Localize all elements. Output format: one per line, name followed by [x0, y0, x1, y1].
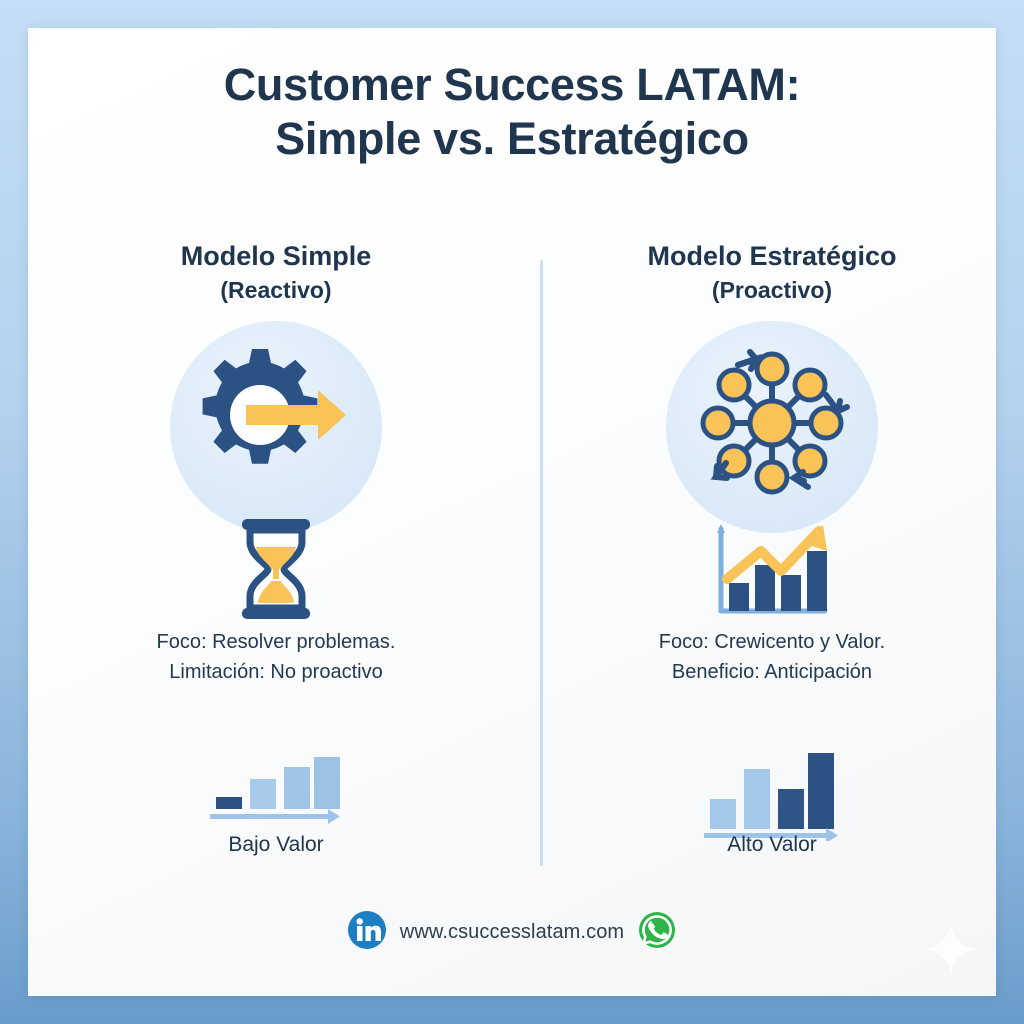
column-estrategico-body: Foco: Crewicento y Valor. Beneficio: Ant…: [546, 627, 996, 687]
column-estrategico-body-line-2: Beneficio: Anticipación: [671, 661, 873, 683]
footer: www.csuccesslatam.com: [28, 911, 996, 954]
whatsapp-icon[interactable]: [638, 911, 676, 954]
title-line-2: Simple vs. Estratégico: [275, 113, 749, 164]
column-estrategico-subtitle: (Proactivo): [711, 277, 833, 303]
growth-chart-icon: [711, 517, 833, 626]
column-estrategico-body-line-1: Foco: Crewicento y Valor.: [658, 631, 886, 653]
title-line-1: Customer Success LATAM:: [223, 59, 801, 110]
column-estrategico-illustration: [546, 321, 996, 621]
footer-url[interactable]: www.csuccesslatam.com: [399, 921, 625, 943]
gear-arrow-icon: [188, 343, 364, 498]
column-simple-illustration: [50, 321, 502, 621]
column-simple-title: Modelo Simple: [180, 241, 372, 271]
hourglass-icon: [228, 517, 324, 626]
column-estrategico: Modelo Estratégico (Proactivo): [546, 238, 996, 861]
page-title: Customer Success LATAM: Simple vs. Estra…: [28, 58, 996, 166]
column-divider: [540, 260, 543, 866]
column-simple-bar-chart: Bajo Valor: [50, 741, 502, 861]
column-estrategico-chart-label: Alto Valor: [727, 833, 817, 856]
column-simple-body-line-2: Limitación: No proactivo: [169, 661, 383, 683]
column-simple: Modelo Simple (Reactivo): [50, 238, 502, 861]
infographic-card: Customer Success LATAM: Simple vs. Estra…: [28, 28, 996, 996]
bar-chart-icon-low: [208, 741, 344, 830]
column-simple-body-line-1: Foco: Resolver problemas.: [156, 631, 396, 653]
linkedin-icon[interactable]: [347, 911, 386, 954]
bar-chart-icon-high: [702, 741, 842, 846]
network-hub-icon: [684, 343, 860, 508]
column-estrategico-title: Modelo Estratégico: [647, 241, 897, 271]
column-simple-chart-label: Bajo Valor: [228, 833, 324, 856]
column-simple-body: Foco: Resolver problemas. Limitación: No…: [50, 627, 502, 687]
column-simple-subtitle: (Reactivo): [220, 277, 332, 303]
sparkle-icon: [924, 922, 978, 976]
column-estrategico-bar-chart: Alto Valor: [546, 741, 996, 861]
